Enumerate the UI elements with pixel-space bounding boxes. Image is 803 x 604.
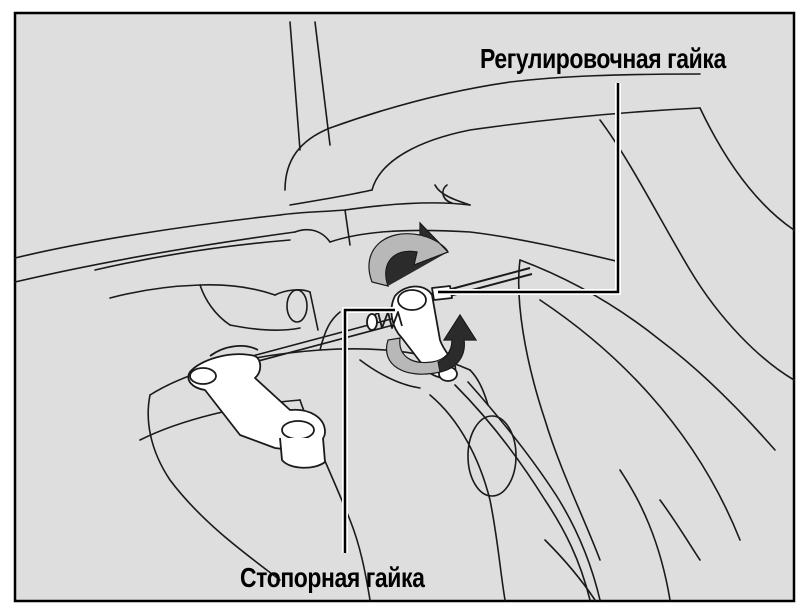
lock-nut-label: Стопорная гайка: [240, 562, 424, 594]
adjusting-nut-label: Регулировочная гайка: [480, 43, 726, 75]
